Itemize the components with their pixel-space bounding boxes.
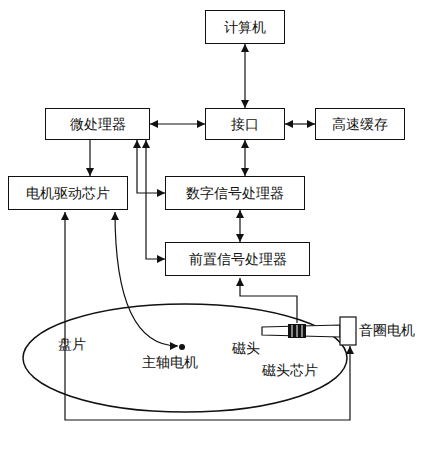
head-arm <box>262 325 340 337</box>
part-label: 磁头 <box>232 340 260 357</box>
process-box: 计算机 <box>205 10 285 44</box>
head-wire <box>240 278 297 323</box>
head-chip <box>288 324 306 338</box>
process-box: 高速缓存 <box>315 108 405 140</box>
connector-arrow <box>285 123 315 124</box>
connector-arrow <box>244 44 245 108</box>
voice-coil-motor <box>340 317 356 345</box>
head-chip-stripe <box>302 325 303 337</box>
connector-arrow <box>146 140 165 259</box>
platter <box>23 304 347 412</box>
box-label: 接口 <box>231 116 259 133</box>
connector-arrow <box>239 210 240 242</box>
process-box: 数字信号处理器 <box>165 176 305 210</box>
box-label: 计算机 <box>224 19 266 36</box>
connector-arrow <box>137 140 165 193</box>
head-chip-stripe <box>292 325 293 337</box>
process-box: 微处理器 <box>45 108 150 140</box>
part-label: 盘片 <box>58 336 86 353</box>
process-box: 接口 <box>205 108 285 140</box>
box-label: 数字信号处理器 <box>186 185 284 202</box>
part-label: 音圈电机 <box>359 322 415 339</box>
box-label: 高速缓存 <box>332 116 388 133</box>
process-box: 前置信号处理器 <box>165 242 310 276</box>
box-label: 微处理器 <box>70 116 126 133</box>
part-label: 主轴电机 <box>142 354 198 371</box>
connector-arrow <box>244 140 245 176</box>
head-chip-stripe <box>297 325 298 337</box>
connector-arrow <box>89 140 90 176</box>
box-label: 前置信号处理器 <box>189 251 287 268</box>
part-label: 磁头芯片 <box>262 362 318 379</box>
spindle-hub <box>179 344 185 350</box>
vcm-wire <box>65 212 350 420</box>
process-box: 电机驱动芯片 <box>8 176 128 210</box>
connector-arrow <box>150 123 205 124</box>
box-label: 电机驱动芯片 <box>26 185 110 202</box>
